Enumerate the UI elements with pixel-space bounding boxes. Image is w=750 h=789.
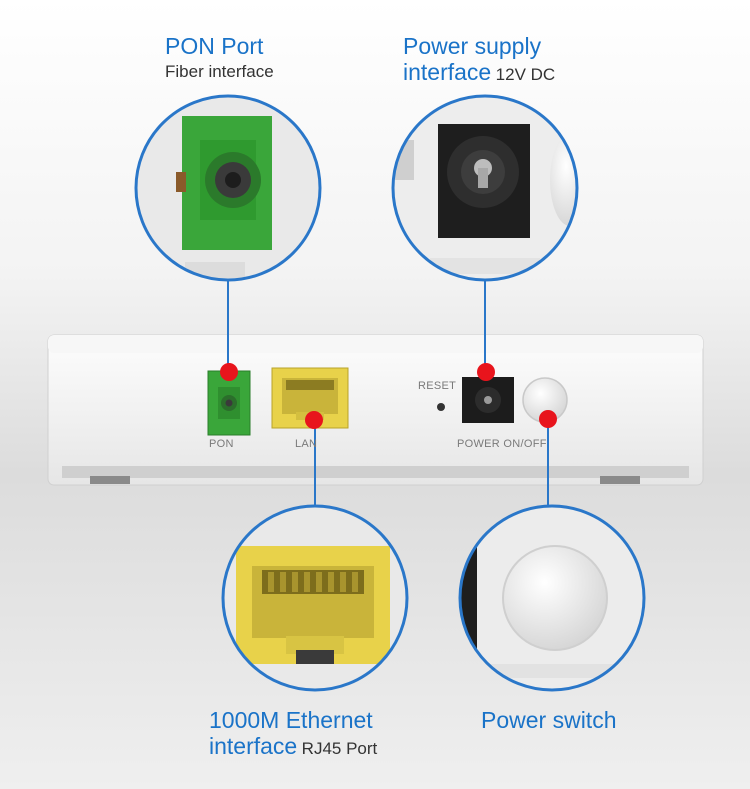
callout-power-supply-subtitle: 12V DC [495,65,556,84]
zoom-power-supply [391,94,579,282]
callout-ethernet-line2: interface RJ45 Port [209,733,377,760]
callout-power-supply-title-line1: Power supply [403,33,542,59]
ont-device [47,334,704,486]
connector-lines [227,280,549,506]
device-reset-hole [437,403,445,411]
callout-power-supply-line2: interface 12V DC [403,59,555,86]
callout-power-switch-title: Power switch [481,707,617,733]
callout-ethernet-subtitle: RJ45 Port [301,739,378,758]
marker-lan [305,411,323,429]
red-markers [220,363,557,429]
callout-power-supply-title-line2: interface [403,59,492,85]
callout-ethernet-title-line2: interface [209,733,298,759]
device-label-pon: PON [209,438,234,450]
zoom-pon-port [134,94,322,282]
device-label-lan: LAN [295,438,318,450]
marker-power-supply [477,363,495,381]
callout-ethernet-title-line1: 1000M Ethernet [209,707,373,733]
marker-pon [220,363,238,381]
callout-pon-subtitle: Fiber interface [165,62,274,81]
zoom-power-switch [458,504,646,692]
device-label-power: POWER ON/OFF [457,438,547,450]
callout-pon-title: PON Port [165,33,264,59]
marker-power-switch [539,410,557,428]
device-label-reset: RESET [418,380,457,392]
zoom-ethernet-port [221,504,409,692]
